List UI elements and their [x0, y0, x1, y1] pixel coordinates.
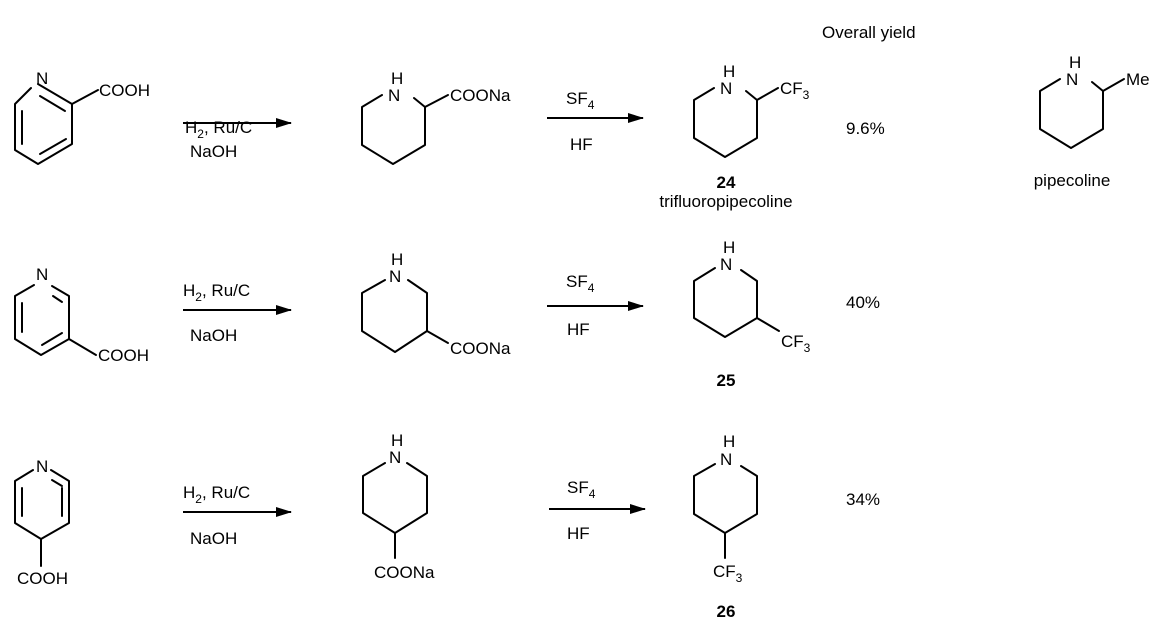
- coona-label: COONa: [374, 563, 435, 582]
- naoh-label: NaOH: [190, 326, 237, 345]
- step2-fluorination: SF4 HF: [547, 272, 644, 339]
- coona-label: COONa: [450, 86, 511, 105]
- piperidine-3-carboxylate: H N COONa: [361, 250, 511, 358]
- nh-n-label: N: [1066, 70, 1078, 89]
- naoh-label: NaOH: [190, 142, 237, 161]
- compound-24: H N CF3 24 trifluoropipecoline: [659, 62, 809, 211]
- nh-h-label: H: [1069, 53, 1081, 72]
- nh-n-label: N: [720, 79, 732, 98]
- piperidine-2-carboxylate: H N COONa: [361, 69, 511, 165]
- nh-h-label: H: [391, 69, 403, 88]
- overall-yield-header: Overall yield: [822, 23, 916, 42]
- nh-h-label: H: [723, 432, 735, 451]
- nh-h-label: H: [723, 62, 735, 81]
- h2-ruc-label: H2, Ru/C: [185, 118, 252, 141]
- cf3-label: CF3: [781, 332, 811, 355]
- sf4-label: SF4: [567, 478, 596, 501]
- nh-n-label: N: [388, 86, 400, 105]
- compound-number-25: 25: [717, 371, 736, 390]
- nh-h-label: H: [391, 250, 403, 269]
- hf-label: HF: [567, 320, 590, 339]
- nh-h-label: H: [391, 431, 403, 450]
- nh-n-label: N: [720, 450, 732, 469]
- nh-h-label: H: [723, 238, 735, 257]
- cooh-label: COOH: [98, 346, 149, 365]
- step1-hydrogenation: H2, Ru/C NaOH: [183, 483, 292, 548]
- step2-fluorination: SF4 HF: [547, 89, 644, 154]
- step2-fluorination: SF4 HF: [549, 478, 646, 543]
- compound-25: H N CF3 25: [693, 238, 811, 390]
- cooh-label: COOH: [17, 569, 68, 588]
- sf4-label: SF4: [566, 89, 595, 112]
- cf3-label: CF3: [713, 562, 743, 585]
- hf-label: HF: [567, 524, 590, 543]
- pyridine-n-label: N: [36, 69, 48, 88]
- h2-ruc-label: H2, Ru/C: [183, 281, 250, 304]
- pipecoline-name: pipecoline: [1034, 171, 1111, 190]
- compound-26: H N CF3 26: [693, 432, 758, 621]
- coona-label: COONa: [450, 339, 511, 358]
- hf-label: HF: [570, 135, 593, 154]
- yield-24: 9.6%: [846, 119, 885, 138]
- nh-n-label: N: [389, 448, 401, 467]
- compound-number-24: 24: [717, 173, 736, 192]
- compound-name-24: trifluoropipecoline: [659, 192, 792, 211]
- picolinic-acid: N COOH: [14, 69, 150, 165]
- sf4-label: SF4: [566, 272, 595, 295]
- nicotinic-acid: N COOH: [14, 265, 149, 365]
- compound-number-26: 26: [717, 602, 736, 621]
- pipecoline-reference: H N Me pipecoline: [1034, 53, 1150, 190]
- step1-hydrogenation: H2, Ru/C NaOH: [183, 281, 292, 345]
- naoh-label: NaOH: [190, 529, 237, 548]
- nh-n-label: N: [720, 255, 732, 274]
- pyridine-n-label: N: [36, 457, 48, 476]
- yield-26: 34%: [846, 490, 880, 509]
- piperidine-4-carboxylate: H N COONa: [362, 431, 435, 582]
- isonicotinic-acid: N COOH: [14, 457, 70, 588]
- cooh-label: COOH: [99, 81, 150, 100]
- h2-ruc-label: H2, Ru/C: [183, 483, 250, 506]
- yield-25: 40%: [846, 293, 880, 312]
- pyridine-n-label: N: [36, 265, 48, 284]
- cf3-label: CF3: [780, 79, 810, 102]
- methyl-label: Me: [1126, 70, 1150, 89]
- step1-hydrogenation: H2, Ru/C NaOH: [183, 118, 292, 161]
- nh-n-label: N: [389, 267, 401, 286]
